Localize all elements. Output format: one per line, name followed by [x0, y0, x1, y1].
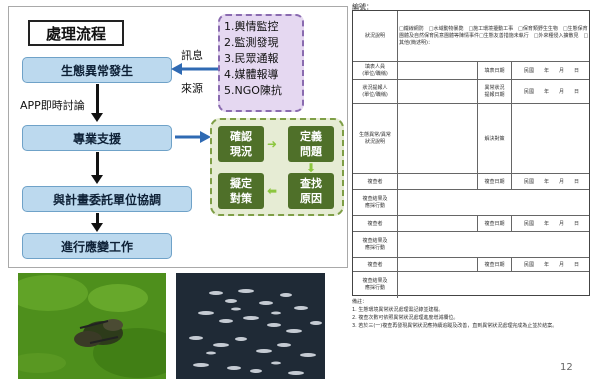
form-input-cell[interactable]	[397, 174, 477, 190]
form-row: 狀況提報人 (單位/職稱) 異常狀況 提報日期 民國 年 月 日	[353, 79, 589, 104]
form-row: 複查者 複查日期 民國 年 月 日	[353, 215, 589, 232]
form-row-label: 複查者	[367, 220, 383, 227]
page-number: 12	[560, 362, 573, 373]
notes-title: 備註：	[352, 299, 368, 305]
connector-line	[96, 213, 99, 225]
app-discussion-label: APP即時討論	[20, 99, 85, 112]
form-date-cell[interactable]: 民國 年 月 日	[511, 174, 591, 190]
form-serial-label: 編號：	[352, 3, 373, 11]
source-item: 1.輿情監控	[224, 20, 279, 33]
source-label-message: 訊息	[181, 49, 203, 62]
form-row-label: 生態異常/異常 狀況說明	[359, 132, 391, 145]
step-ecological-anomaly: 生態異常發生	[22, 57, 172, 83]
form-row: 複查結果及 應採行動	[353, 271, 589, 298]
form-input-cell[interactable]	[397, 232, 591, 258]
form-notes: 備註： 1. 生態環境異常狀況處理需記錄並建檔。 2. 複查次數可依照異常狀況處…	[352, 298, 588, 330]
anomaly-type-checkboxes: □鐵線網防 □水域動物暴斃 □施工環境擾動工事 □保育類野生生物 □生態保育團體…	[397, 11, 591, 61]
form-cell-label: 複查日期	[477, 258, 511, 272]
algae-pond-photo	[18, 273, 166, 379]
connector-line	[96, 84, 99, 114]
action-confirm-status: 確認 現況	[218, 126, 264, 162]
source-item: 4.媒體報導	[224, 68, 279, 81]
form-cell-label: 異常狀況 提報日期	[477, 80, 511, 104]
form-row: 填表人員 (單位/職稱) 填表日期 民國 年 月 日	[353, 61, 589, 80]
left-arrow-icon: ⬅	[267, 184, 278, 198]
form-row: 複查結果及 應採行動	[353, 189, 589, 216]
form-date-cell[interactable]: 民國 年 月 日	[511, 80, 591, 104]
left-arrow-icon	[171, 63, 218, 75]
form-input-cell[interactable]	[397, 258, 477, 272]
action-find-cause: 查找 原因	[288, 173, 334, 209]
form-input-cell[interactable]	[397, 80, 477, 104]
source-label-origin: 來源	[181, 82, 203, 95]
form-row-label: 複查者	[367, 178, 383, 185]
down-arrow-icon: ⬇	[306, 161, 317, 175]
note-item: 1. 生態環境異常狀況處理需記錄並建檔。	[352, 307, 444, 313]
form-input-cell[interactable]	[397, 62, 477, 80]
down-arrow-icon	[91, 113, 103, 122]
form-cell-label: 複查日期	[477, 216, 511, 232]
form-date-cell[interactable]: 民國 年 月 日	[511, 258, 591, 272]
form-cell-label: 複查日期	[477, 174, 511, 190]
form-row: 狀況說明 □鐵線網防 □水域動物暴斃 □施工環境擾動工事 □保育類野生生物 □生…	[353, 11, 589, 61]
form-row: 複查者 複查日期 民國 年 月 日	[353, 173, 589, 190]
note-item: 3. 若於三(一)複查再發現異常狀況應持續追蹤及改善，直到異常狀況處理完成為止並…	[352, 323, 558, 329]
form-cell-label: 填表日期	[477, 62, 511, 80]
form-input-cell[interactable]	[397, 190, 591, 216]
action-define-problem: 定義 問題	[288, 126, 334, 162]
form-row: 複查結果及 應採行動	[353, 231, 589, 258]
form-date-cell[interactable]: 民國 年 月 日	[511, 216, 591, 232]
flowchart-title: 處理流程	[28, 20, 124, 46]
step-coordinate-commissioning-unit: 與計畫委託單位協調	[22, 186, 192, 212]
step-emergency-response: 進行應變工作	[22, 233, 172, 259]
source-item: 2.監測發現	[224, 36, 279, 49]
form-date-cell[interactable]: 民國 年 月 日	[511, 62, 591, 80]
right-arrow-icon: ➜	[267, 137, 278, 151]
dead-fish-photo	[176, 273, 325, 379]
form-input-cell[interactable]	[511, 104, 591, 174]
form-row-label: 複查結果及 應採行動	[362, 196, 388, 209]
information-sources-box: 1.輿情監控 2.監測發現 3.民眾通報 4.媒體報導 5.NGO陳抗	[218, 14, 304, 112]
down-arrow-icon	[91, 175, 103, 184]
form-row-label: 複查結果及 應採行動	[362, 278, 388, 291]
form-input-cell[interactable]	[397, 104, 477, 174]
form-row-label: 複查者	[367, 261, 383, 268]
form-row-label: 複查結果及 應採行動	[362, 238, 388, 251]
down-arrow-icon	[91, 223, 103, 232]
anomaly-report-form: 狀況說明 □鐵線網防 □水域動物暴斃 □施工環境擾動工事 □保育類野生生物 □生…	[352, 10, 590, 298]
form-row-label: 狀況說明	[364, 32, 385, 39]
form-input-cell[interactable]	[397, 216, 477, 232]
form-row-label: 填表人員 (單位/職稱)	[362, 64, 388, 77]
form-input-cell[interactable]	[397, 272, 591, 298]
form-row-label: 狀況提報人 (單位/職稱)	[362, 85, 388, 98]
source-item: 3.民眾通報	[224, 52, 279, 65]
form-row: 生態異常/異常 狀況說明 解決對策	[353, 103, 589, 174]
step-professional-support: 專業支援	[22, 125, 172, 151]
connector-line	[96, 152, 99, 176]
right-arrow-icon	[175, 131, 211, 143]
note-item: 2. 複查次數可依照異常狀況處理進度增減欄位。	[352, 315, 459, 321]
form-row: 複查者 複查日期 民國 年 月 日	[353, 257, 589, 272]
action-draft-countermeasure: 擬定 對策	[218, 173, 264, 209]
form-cell-label: 解決對策	[477, 104, 511, 174]
source-item: 5.NGO陳抗	[224, 84, 282, 97]
